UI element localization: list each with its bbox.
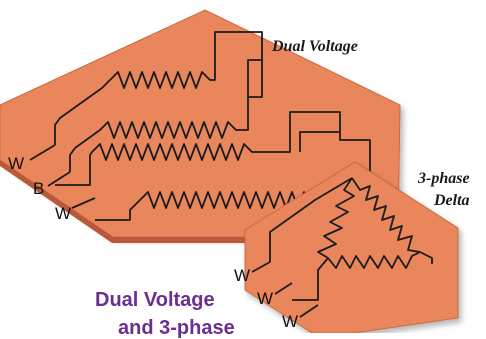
delta-resistor-right xyxy=(351,177,421,253)
dual-lead-label-b: B xyxy=(33,179,45,198)
delta-left-wire xyxy=(269,177,353,262)
delta-label: Delta xyxy=(434,192,470,209)
delta-lead-w3 xyxy=(299,304,319,318)
dual-voltage-label: Dual Voltage xyxy=(272,38,358,55)
three-phase-label: 3-phase xyxy=(418,170,470,187)
delta-wiring xyxy=(269,177,433,301)
delta-bottom-wire xyxy=(292,257,329,301)
delta-resistor-bottom xyxy=(327,251,421,269)
delta-board-surface xyxy=(244,161,459,334)
delta-leads xyxy=(251,261,319,318)
dual-voltage-lead-w1 xyxy=(29,144,56,161)
dual-voltage-leads xyxy=(29,144,96,209)
caption-line-1: Dual Voltage xyxy=(95,289,215,311)
dual-voltage-left-link-wire xyxy=(69,129,101,172)
dual-lead-label-w2: W xyxy=(55,204,72,223)
dual-voltage-resistor-2 xyxy=(99,97,249,139)
dual-voltage-top-left-wire xyxy=(54,79,111,145)
delta-lead-label-w3: W xyxy=(282,312,299,331)
dual-voltage-resistor-3 xyxy=(91,111,341,161)
dual-voltage-top-return-wire xyxy=(214,31,263,98)
dual-voltage-middle-wire xyxy=(55,151,93,186)
dual-voltage-lead-b xyxy=(47,171,71,187)
delta-lead-label-w2: W xyxy=(257,289,274,308)
delta-lead-w2 xyxy=(274,282,293,295)
delta-heater-board xyxy=(244,161,459,334)
dual-voltage-resistor-1 xyxy=(109,40,216,89)
delta-lead-w1 xyxy=(251,261,271,273)
dual-voltage-lead-w2 xyxy=(71,197,96,209)
dual-voltage-bottom-wire xyxy=(95,199,141,221)
caption-line-2: and 3-phase xyxy=(118,317,235,339)
delta-lead-label-w1: W xyxy=(234,266,251,285)
delta-resistor-left xyxy=(317,177,355,259)
dual-lead-label-w1: W xyxy=(8,154,25,173)
delta-right-wire xyxy=(419,251,433,264)
